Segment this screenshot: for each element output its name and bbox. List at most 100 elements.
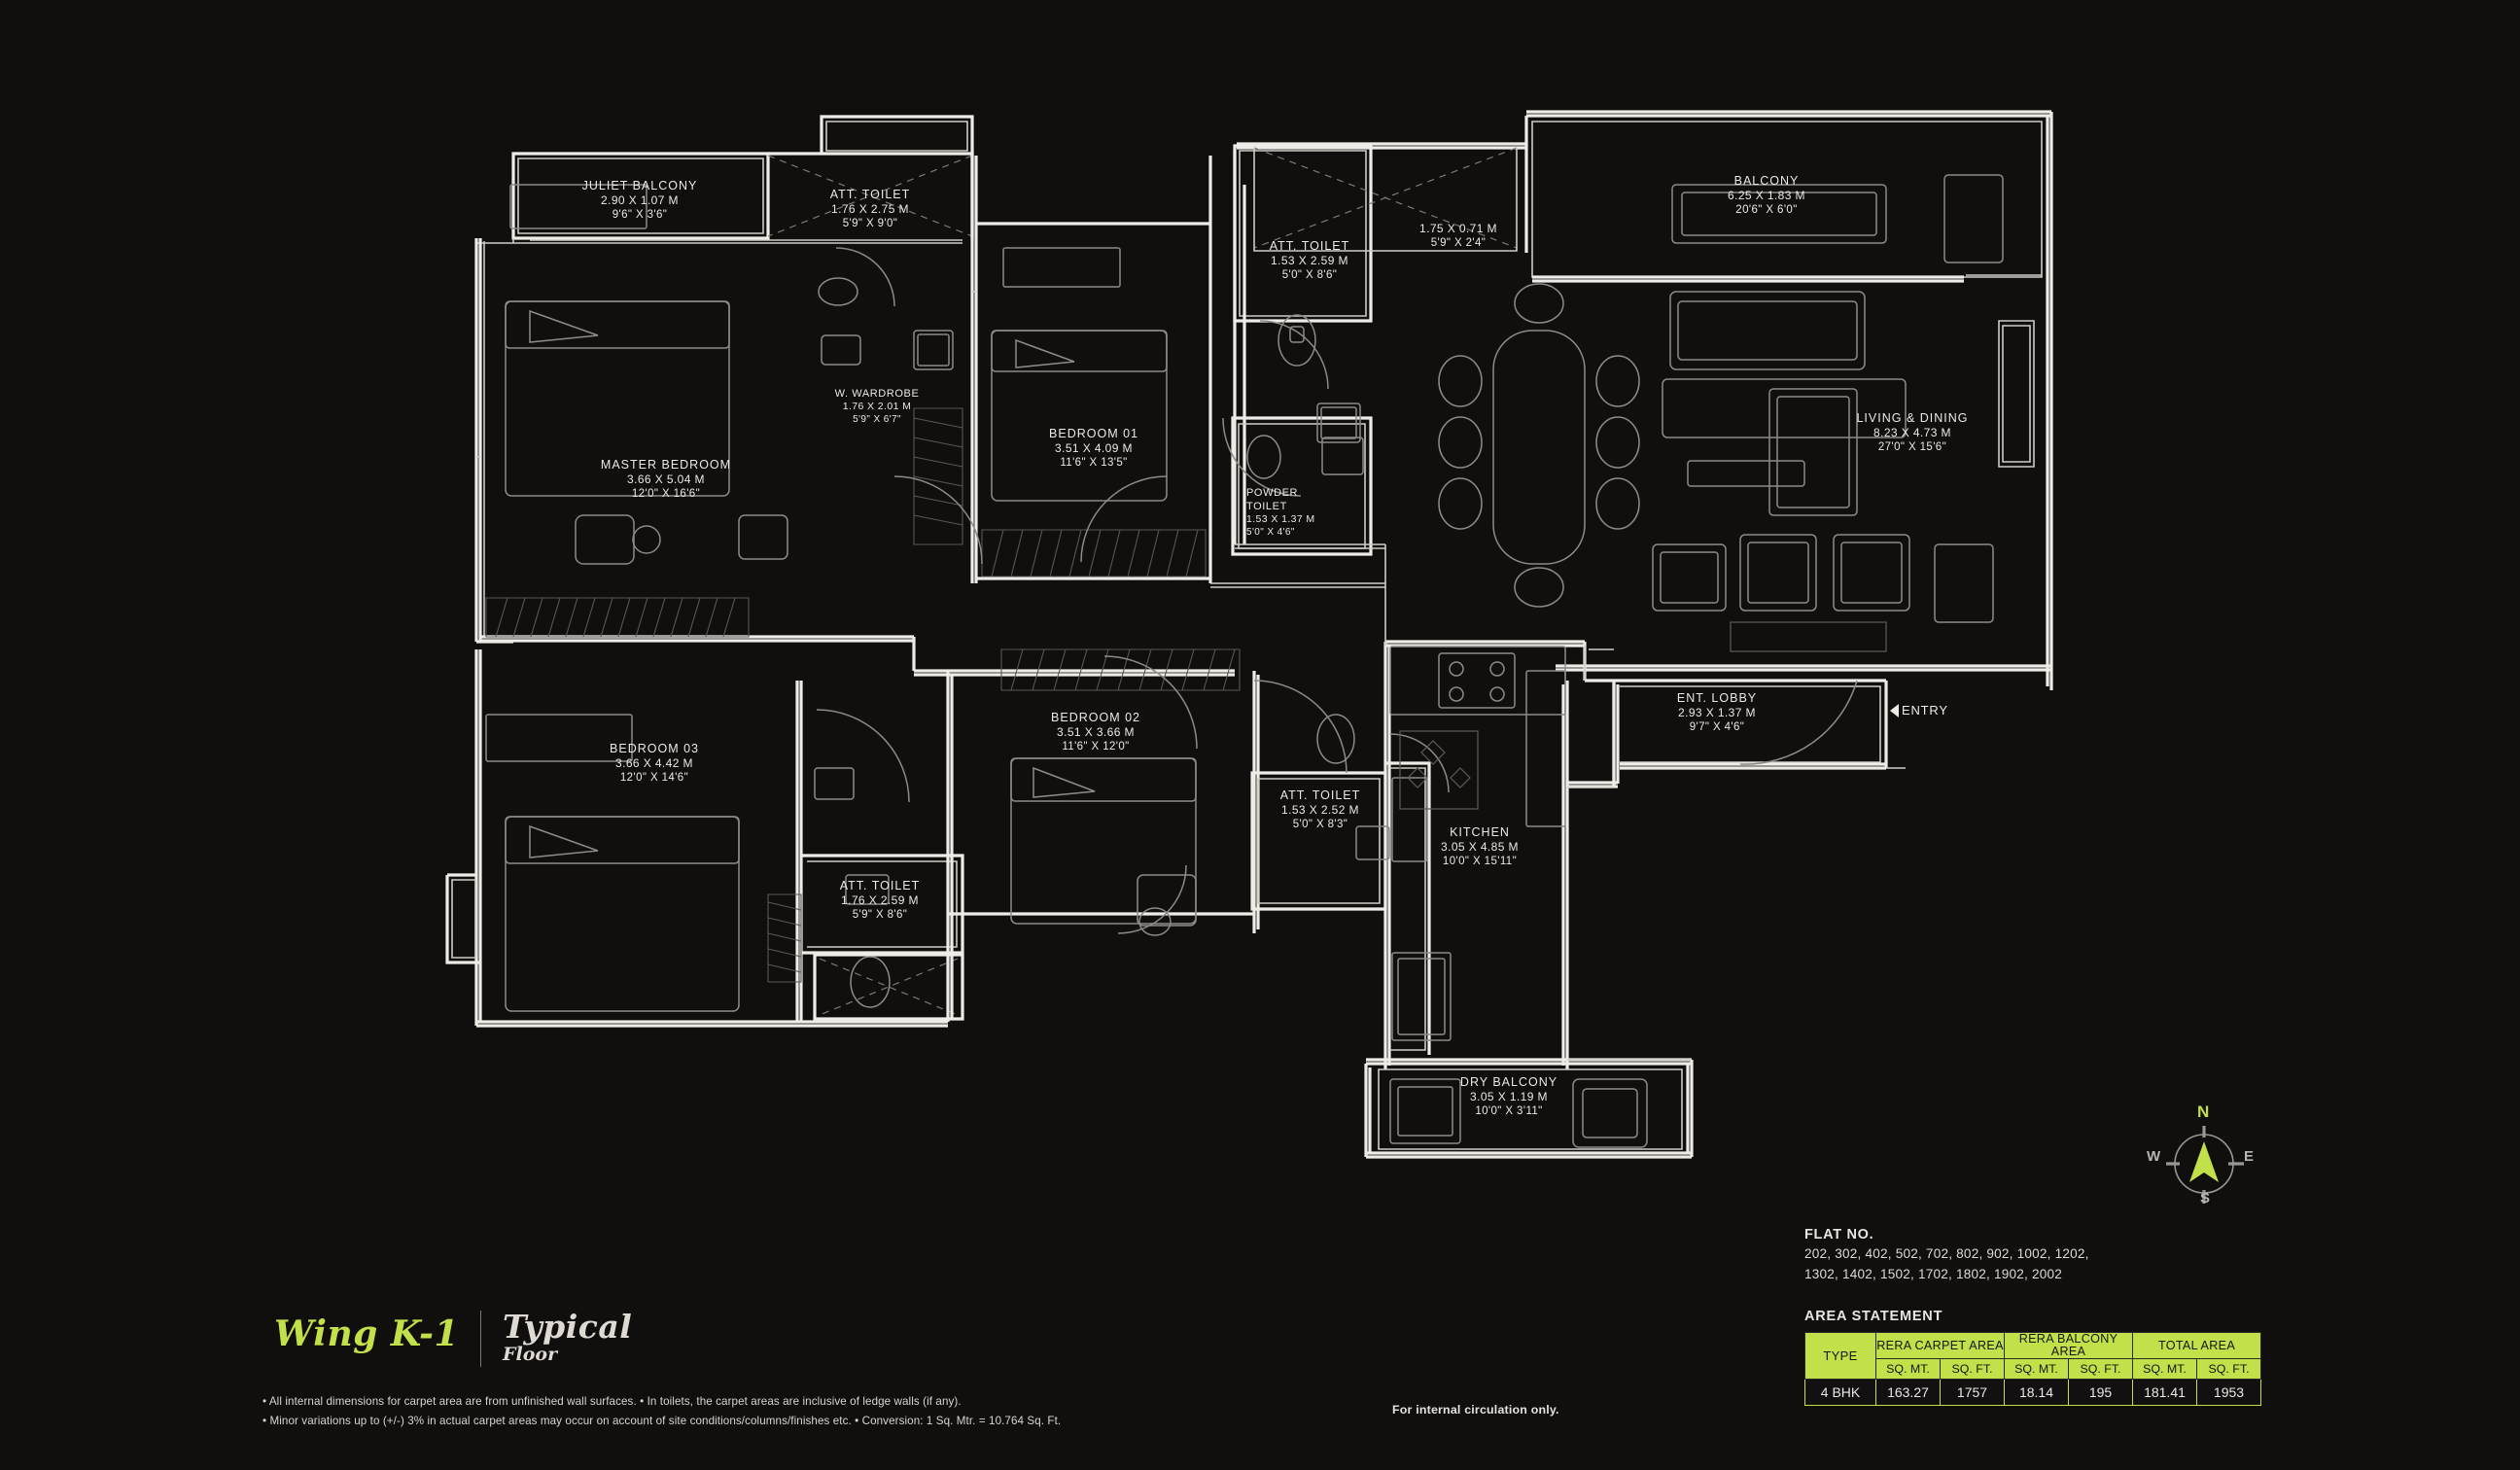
room-dim-m: 6.25 X 1.83 M — [1728, 189, 1805, 202]
room-label-att-toilet-bedroom-03: ATT. TOILET 1.76 X 2.59 M 5'9" X 8'6" — [797, 878, 962, 923]
room-name: ATT. TOILET — [1269, 239, 1350, 253]
cell-balcony-sqmt: 18.14 — [2004, 1379, 2069, 1407]
flat-no-line-1: 202, 302, 402, 502, 702, 802, 902, 1002,… — [1804, 1246, 2089, 1261]
header-rera-carpet-area: RERA CARPET AREA — [1875, 1331, 2005, 1360]
room-name: BEDROOM 02 — [1051, 711, 1140, 724]
room-dim-m: 1.76 X 2.01 M — [842, 401, 912, 413]
room-name: W. WARDROBE — [834, 388, 920, 400]
room-dim-ft: 10'0" X 15'11" — [1442, 856, 1518, 868]
room-name: ATT. TOILET — [829, 188, 911, 201]
floor-title: Typical Floor — [503, 1311, 632, 1364]
room-dim-ft: 5'9" X 2'4" — [1430, 237, 1487, 250]
room-dim-m: 1.75 X 0.71 M — [1419, 222, 1497, 235]
brand-divider — [480, 1311, 482, 1367]
room-dim-m: 1.76 X 2.59 M — [841, 893, 919, 907]
cell-type: 4 BHK — [1804, 1379, 1876, 1407]
room-name: ATT. TOILET — [839, 879, 921, 892]
circulation-note: For internal circulation only. — [1392, 1403, 1559, 1417]
compass-north-label: N — [2197, 1102, 2210, 1121]
room-dim-m: 2.90 X 1.07 M — [601, 193, 679, 207]
room-label-living-dining: LIVING & DINING 8.23 X 4.73 M 27'0" X 15… — [1801, 410, 2024, 455]
room-label-att-toilet-bedroom-02: ATT. TOILET 1.53 X 2.52 M 5'0" X 8'3" — [1252, 788, 1388, 832]
disclaimer-notes: • All internal dimensions for carpet are… — [262, 1392, 1061, 1431]
room-name: MASTER BEDROOM — [600, 458, 732, 472]
compass-east-label: E — [2244, 1148, 2255, 1165]
flat-number-block: FLAT NO. 202, 302, 402, 502, 702, 802, 9… — [1804, 1227, 2089, 1284]
room-dim-ft: 20'6" X 6'0" — [1735, 204, 1798, 217]
room-dim-m: 3.66 X 4.42 M — [615, 756, 693, 770]
room-name: POWDER TOILET — [1246, 487, 1299, 513]
table-row: 4 BHK 163.27 1757 18.14 195 181.41 1953 — [1804, 1379, 2261, 1407]
window-hatching — [485, 407, 1241, 983]
room-dim-ft: 5'9" X 8'6" — [852, 909, 908, 922]
room-dim-ft: 27'0" X 15'6" — [1877, 441, 1947, 454]
room-label-bedroom-01: BEDROOM 01 3.51 X 4.09 M 11'6" X 13'5" — [982, 426, 1206, 471]
room-dim-ft: 5'0" X 8'3" — [1292, 819, 1348, 831]
room-dim-ft: 5'9" X 9'0" — [842, 218, 898, 230]
table-group-header-row: TYPE RERA CARPET AREA RERA BALCONY AREA … — [1804, 1331, 2261, 1381]
room-label-ent-lobby: ENT. LOBBY 2.93 X 1.37 M 9'7" X 4'6" — [1620, 690, 1814, 735]
room-label-bedroom-02: BEDROOM 02 3.51 X 3.66 M 11'6" X 12'0" — [984, 710, 1208, 754]
entry-arrow-icon — [1890, 703, 1899, 718]
room-dim-m: 1.53 X 2.52 M — [1281, 803, 1359, 817]
unit-total-sqft: SQ. FT. — [2196, 1358, 2261, 1381]
room-label-dry-balcony: DRY BALCONY 3.05 X 1.19 M 10'0" X 3'11" — [1412, 1074, 1606, 1119]
room-dim-m: 3.05 X 1.19 M — [1470, 1090, 1548, 1103]
compass-rose: N S W E — [2147, 1102, 2258, 1215]
room-dim-m: 1.76 X 2.75 M — [831, 202, 909, 216]
wall-outlines — [445, 110, 2053, 1159]
room-name: JULIET BALCONY — [581, 179, 698, 192]
room-name: BALCONY — [1733, 174, 1800, 188]
room-name: BEDROOM 01 — [1049, 427, 1138, 440]
room-dim-ft: 11'6" X 13'5" — [1060, 457, 1128, 470]
flat-no-heading: FLAT NO. — [1804, 1227, 1874, 1242]
cell-carpet-sqft: 1757 — [1940, 1379, 2005, 1407]
room-label-w-wardrobe: W. WARDROBE 1.76 X 2.01 M 5'9" X 6'7" — [789, 387, 964, 426]
room-label-master-bedroom: MASTER BEDROOM 3.66 X 5.04 M 12'0" X 16'… — [515, 457, 817, 502]
cell-total-sqft: 1953 — [2196, 1379, 2261, 1407]
room-name: ATT. TOILET — [1279, 788, 1361, 802]
room-label-att-toilet-master: ATT. TOILET 1.76 X 2.75 M 5'9" X 9'0" — [768, 187, 972, 231]
room-name: DRY BALCONY — [1459, 1075, 1558, 1089]
room-label-bedroom-03: BEDROOM 03 3.66 X 4.42 M 12'0" X 14'6" — [542, 741, 766, 786]
room-name: LIVING & DINING — [1856, 411, 1969, 425]
branding-block: Wing K-1 Typical Floor — [274, 1311, 632, 1367]
note-line-1: • All internal dimensions for carpet are… — [262, 1395, 962, 1408]
floor-title-line2: Floor — [503, 1344, 558, 1365]
note-line-2: • Minor variations up to (+/-) 3% in act… — [262, 1414, 1062, 1427]
compass-south-label: S — [2200, 1190, 2211, 1207]
flat-no-line-2: 1302, 1402, 1502, 1702, 1802, 1902, 2002 — [1804, 1267, 2063, 1282]
entry-marker: ENTRY — [1890, 703, 1948, 718]
unit-carpet-sqmt: SQ. MT. — [1875, 1358, 1941, 1381]
room-dim-m: 1.53 X 2.59 M — [1271, 254, 1348, 267]
compass-west-label: W — [2147, 1148, 2161, 1165]
room-dim-m: 3.51 X 3.66 M — [1057, 725, 1135, 739]
room-dim-ft: 5'0" X 4'6" — [1246, 526, 1295, 538]
room-dim-m: 2.93 X 1.37 M — [1678, 706, 1756, 719]
door-swings — [816, 247, 1450, 934]
room-dim-ft: 9'7" X 4'6" — [1689, 721, 1745, 734]
table-unit-header-row: SQ. MT. SQ. FT. SQ. MT. SQ. FT. SQ. MT. … — [1805, 1358, 2261, 1381]
unit-total-sqmt: SQ. MT. — [2132, 1358, 2197, 1381]
room-dim-ft: 5'9" X 6'7" — [853, 413, 901, 425]
unit-carpet-sqft: SQ. FT. — [1940, 1358, 2005, 1381]
room-dim-ft: 10'0" X 3'11" — [1475, 1105, 1543, 1118]
room-label-powder-toilet: POWDER TOILET 1.53 X 1.37 M 5'0" X 4'6" — [1246, 486, 1344, 539]
room-dim-ft: 5'0" X 8'6" — [1281, 269, 1338, 282]
unit-balcony-sqft: SQ. FT. — [2068, 1358, 2133, 1381]
floor-title-line1: Typical — [503, 1308, 633, 1346]
secondary-lines — [476, 238, 1906, 1061]
furniture — [485, 174, 2004, 1148]
header-type: TYPE — [1804, 1331, 1876, 1381]
room-label-balcony: BALCONY 6.25 X 1.83 M 20'6" X 6'0" — [1655, 173, 1878, 218]
area-statement-table: TYPE RERA CARPET AREA RERA BALCONY AREA … — [1804, 1331, 2261, 1407]
room-dim-ft: 9'6" X 3'6" — [612, 209, 668, 222]
room-name: BEDROOM 03 — [610, 742, 699, 755]
room-label-utility-niche: 1.75 X 0.71 M 5'9" X 2'4" — [1361, 222, 1556, 251]
room-dim-m: 3.51 X 4.09 M — [1055, 441, 1133, 455]
room-name: KITCHEN — [1450, 825, 1510, 839]
header-rera-balcony-area: RERA BALCONY AREA — [2004, 1331, 2133, 1360]
